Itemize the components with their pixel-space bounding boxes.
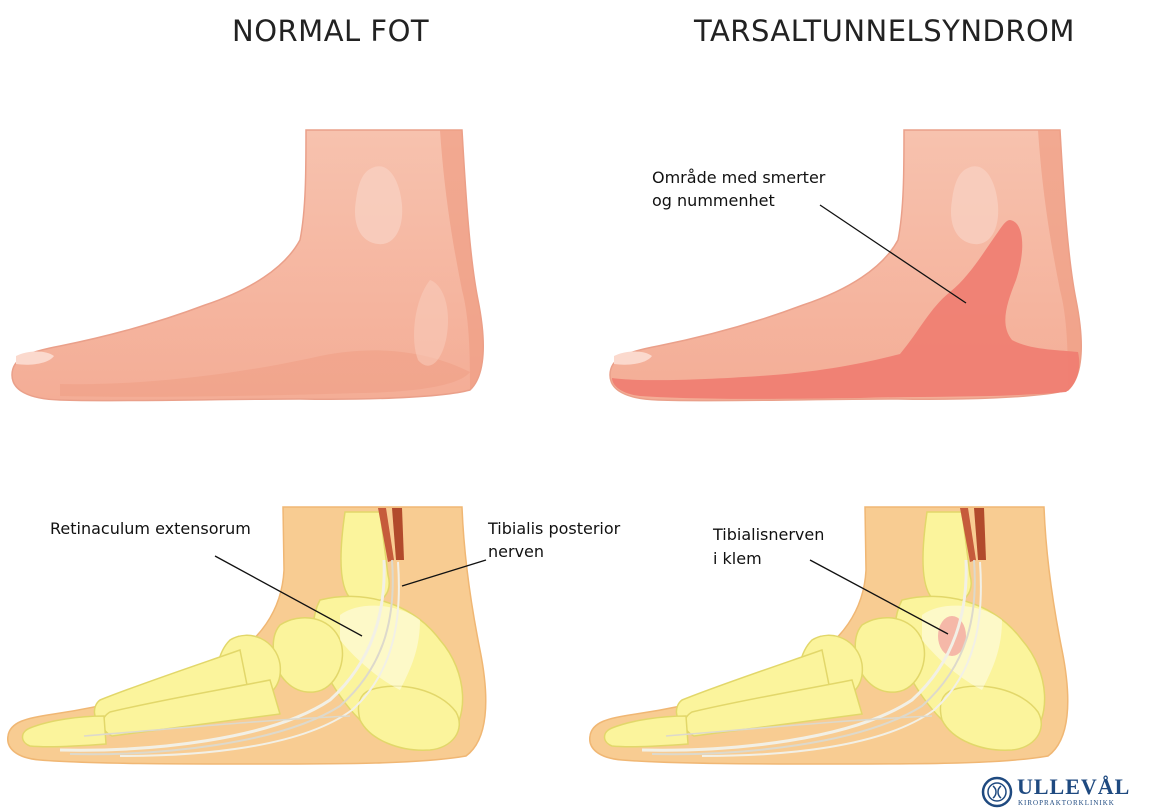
normal-anatomy: [8, 507, 486, 764]
logo-name: ULLEVÅL: [1017, 774, 1130, 800]
clinic-logo: ULLEVÅL KIROPRAKTORKLINIKK: [981, 776, 1147, 810]
clamped-nerve-label-line1: Tibialisnerven: [713, 524, 824, 546]
logo-subtitle: KIROPRAKTORKLINIKK: [1018, 799, 1115, 807]
retinaculum-label: Retinaculum extensorum: [50, 518, 251, 540]
pain-area-label-line1: Område med smerter: [652, 167, 825, 189]
affected-anatomy: [590, 507, 1068, 764]
tibialis-label-line2: nerven: [488, 541, 544, 563]
normal-foot-outline: [12, 130, 483, 401]
tibialis-label-line1: Tibialis posterior: [488, 518, 620, 540]
logo-emblem-icon: [981, 776, 1013, 808]
pain-area-label-line2: og nummenhet: [652, 190, 775, 212]
clamped-nerve-label-line2: i klem: [713, 548, 762, 570]
